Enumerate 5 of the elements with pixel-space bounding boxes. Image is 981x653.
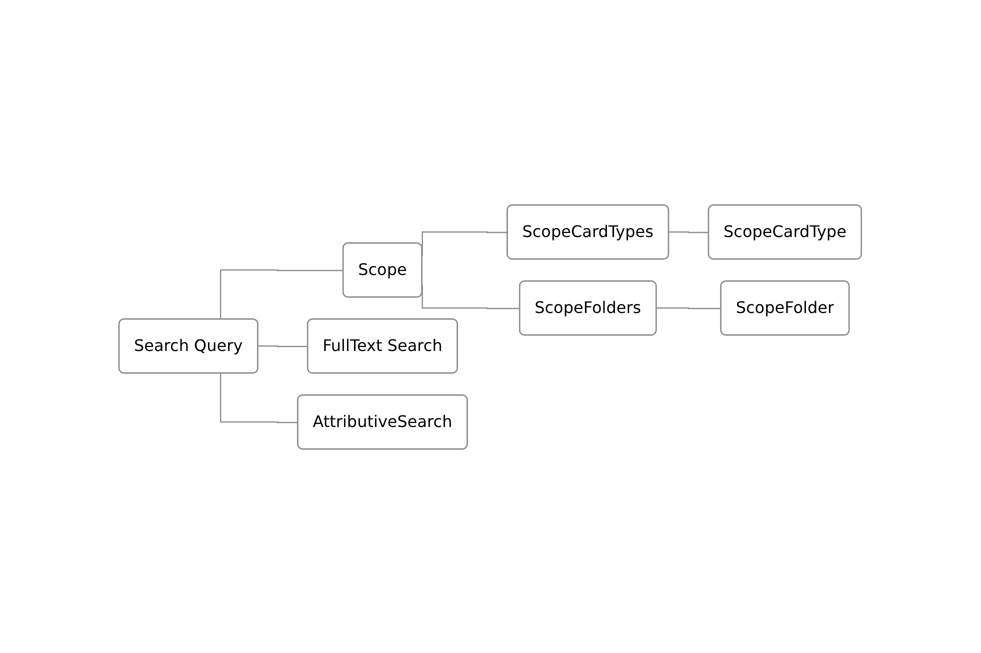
connector [220, 268, 344, 319]
connector [668, 230, 710, 233]
connector [220, 373, 298, 423]
connector [258, 344, 308, 347]
connector [656, 306, 722, 309]
